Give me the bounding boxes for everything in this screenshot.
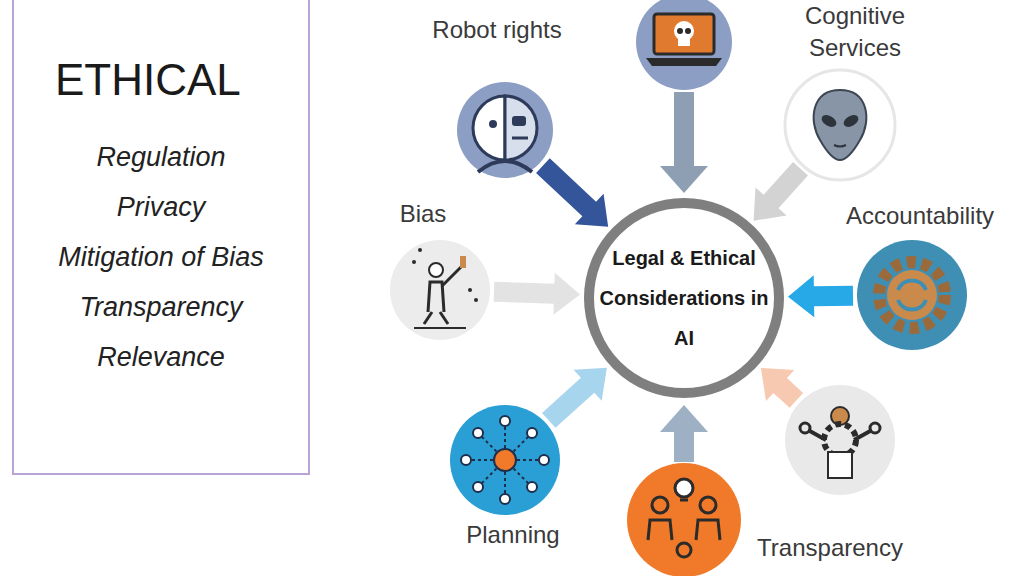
- mechanic-icon: [785, 385, 895, 495]
- icon-circle: Accountability: [857, 240, 967, 350]
- gear-icon: [857, 240, 967, 350]
- icon-circle: Transparency: [785, 385, 895, 495]
- arrow-connector: [754, 162, 808, 221]
- people-icon: [627, 463, 741, 576]
- icon-label: Accountability: [846, 200, 994, 232]
- laptop-icon: [636, 0, 732, 90]
- icon-label: Planning: [466, 519, 559, 551]
- ethics-panel: ETHICAL RegulationPrivacyMitigation of Bi…: [12, 0, 310, 475]
- icon-circle: Robot rights: [457, 82, 553, 178]
- icon-label: Transparency: [757, 532, 903, 564]
- arrow: [660, 405, 708, 462]
- icon-label: Bias: [400, 198, 447, 230]
- robot-icon: [457, 82, 553, 178]
- network-icon: [450, 405, 560, 515]
- icon-label: Cognitive Services: [780, 0, 930, 64]
- list-item: Relevance: [14, 332, 308, 382]
- panel-heading: ETHICAL: [55, 52, 308, 108]
- list-item: Transparency: [14, 282, 308, 332]
- arrow-connector: [494, 273, 580, 315]
- arrow-connector: [542, 368, 607, 428]
- icon-label: Robot rights: [432, 14, 561, 46]
- center-ring: [589, 203, 779, 393]
- arrow-connector: [536, 158, 608, 227]
- center-circle: Legal & Ethical Considerations in AI: [584, 198, 784, 398]
- arrow: [660, 92, 708, 193]
- alien-icon: [785, 70, 895, 180]
- list-item: Regulation: [14, 132, 308, 182]
- painter-icon: [390, 240, 490, 340]
- arrow-connector: [788, 275, 853, 317]
- icon-circle: Planning: [450, 405, 560, 515]
- icon-circle: Bias: [390, 240, 490, 340]
- list-item: Privacy: [14, 182, 308, 232]
- arrow-connector: [761, 368, 803, 408]
- icon-circle: Cognitive Services: [785, 70, 895, 180]
- list-item: Mitigation of Bias: [14, 232, 308, 282]
- center-title: Legal & Ethical Considerations in AI: [596, 238, 772, 358]
